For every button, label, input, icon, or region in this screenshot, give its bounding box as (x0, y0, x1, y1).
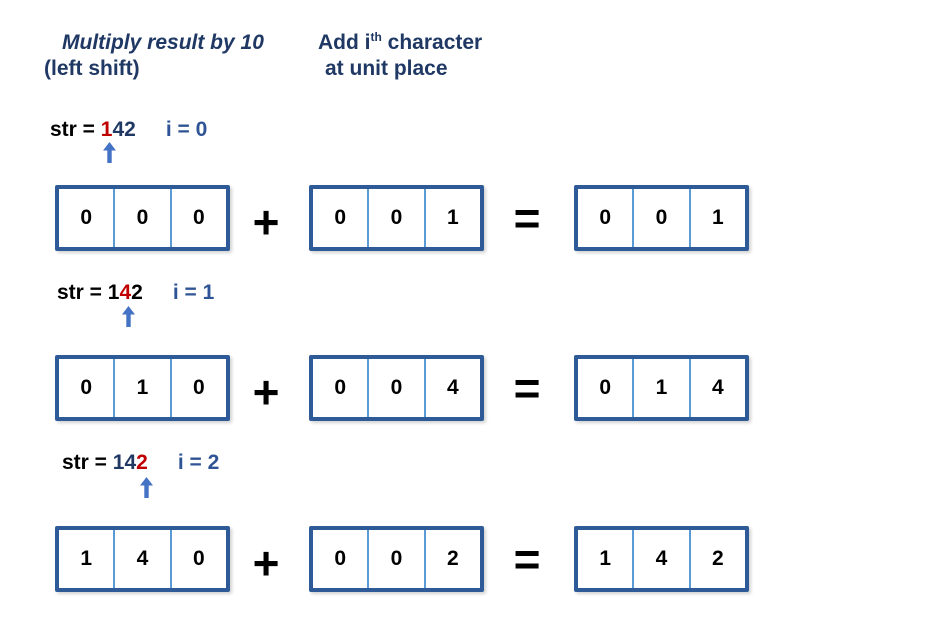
str-prefix: str = (57, 281, 108, 304)
plus-operator: + (252, 196, 280, 248)
iteration-label: i = 0 (165, 118, 208, 141)
array-cell: 0 (334, 376, 346, 399)
up-arrow-icon (103, 142, 116, 163)
array-cell: 0 (367, 359, 423, 417)
plus-operator: + (252, 366, 280, 418)
addend-array-box: 0 0 2 (309, 526, 484, 592)
header-add-line2: at unit place (325, 57, 448, 80)
array-cell: 0 (80, 376, 92, 399)
array-cell: 0 (80, 206, 92, 229)
iteration-label: i = 1 (172, 281, 215, 304)
equals-operator: = (513, 362, 541, 414)
array-cell: 1 (80, 547, 92, 570)
result-array-box: 1 4 0 (55, 526, 230, 592)
array-cell: 2 (423, 530, 480, 588)
result-array-box: 0 0 0 (55, 185, 230, 251)
step-label-0: str = 142 i = 0 (50, 118, 207, 142)
step-label-1: str = 142 i = 1 (57, 281, 214, 305)
header-add-line1: Add ith character (318, 30, 482, 56)
array-cell: 0 (113, 189, 169, 247)
array-cell: 0 (169, 189, 226, 247)
array-cell: 1 (688, 189, 745, 247)
array-cell: 0 (367, 530, 423, 588)
equals-operator: = (513, 533, 541, 585)
array-cell: 0 (334, 206, 346, 229)
str-digit: 1 (107, 281, 120, 304)
header-add-superscript: th (370, 30, 382, 44)
array-cell: 4 (632, 530, 688, 588)
sum-array-box: 0 0 1 (574, 185, 749, 251)
array-cell: 0 (169, 530, 226, 588)
array-cell: 4 (113, 530, 169, 588)
result-array-box: 0 1 0 (55, 355, 230, 421)
up-arrow-icon (122, 306, 135, 327)
up-arrow-icon (140, 477, 153, 498)
sum-array-box: 0 1 4 (574, 355, 749, 421)
header-multiply-line2: (left shift) (44, 57, 140, 80)
array-cell: 2 (688, 530, 745, 588)
equals-operator: = (513, 192, 541, 244)
str-digit: 4 (112, 118, 125, 141)
str-prefix: str = (62, 451, 113, 474)
array-cell: 1 (423, 189, 480, 247)
array-cell: 0 (169, 359, 226, 417)
array-cell: 0 (599, 206, 611, 229)
array-cell: 1 (113, 359, 169, 417)
sum-array-box: 1 4 2 (574, 526, 749, 592)
array-cell: 1 (632, 359, 688, 417)
str-digit: 2 (124, 118, 136, 141)
str-prefix: str = (50, 118, 101, 141)
plus-operator: + (252, 537, 280, 589)
array-cell: 0 (367, 189, 423, 247)
iteration-label: i = 2 (177, 451, 220, 474)
str-digit: 1 (100, 118, 113, 141)
step-label-2: str = 142 i = 2 (62, 451, 219, 475)
str-digit: 2 (136, 451, 148, 474)
str-digit: 2 (131, 281, 143, 304)
array-cell: 4 (688, 359, 745, 417)
str-digit: 4 (119, 281, 132, 304)
array-cell: 1 (599, 547, 611, 570)
header-add-pre: Add i (318, 31, 371, 54)
header-multiply-line1: Multiply result by 10 (62, 31, 264, 54)
array-cell: 4 (423, 359, 480, 417)
str-digit: 4 (124, 451, 137, 474)
array-cell: 0 (334, 547, 346, 570)
array-cell: 0 (599, 376, 611, 399)
header-add-post: character (381, 31, 483, 54)
addend-array-box: 0 0 4 (309, 355, 484, 421)
str-digit: 1 (112, 451, 125, 474)
addend-array-box: 0 0 1 (309, 185, 484, 251)
array-cell: 0 (632, 189, 688, 247)
